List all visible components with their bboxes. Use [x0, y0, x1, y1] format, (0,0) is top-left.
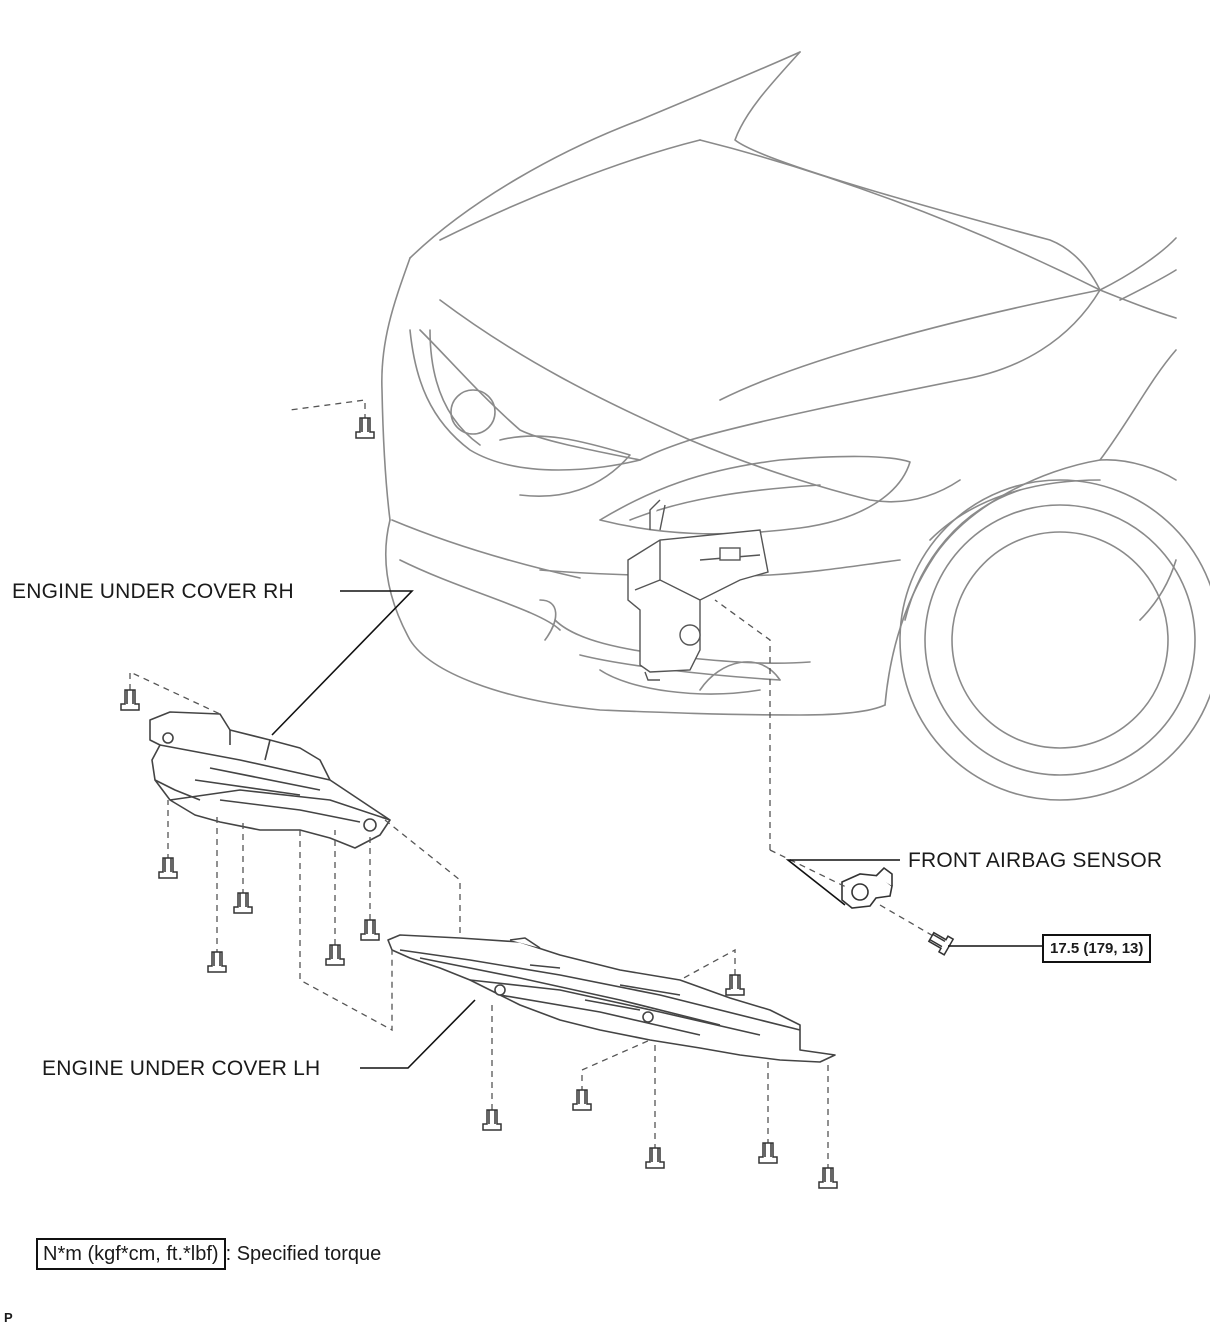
- bolt-icon: [725, 974, 745, 996]
- bolt-icon: [325, 944, 345, 966]
- legend-unit-box: N*m (kgf*cm, ft.*lbf): [36, 1238, 226, 1270]
- assembly-dashed-lines: [129, 399, 936, 1170]
- bolt-icon: [572, 1089, 592, 1111]
- engine-under-cover-rh-label: ENGINE UNDER COVER RH: [12, 580, 294, 603]
- sensor-bolt-icon: [927, 931, 955, 956]
- bolt-icon: [207, 951, 227, 973]
- bolt-icon: [355, 417, 375, 439]
- front-airbag-sensor-part: [841, 866, 893, 909]
- bolts: [120, 417, 955, 1189]
- bolt-icon: [158, 857, 178, 879]
- engine-under-cover-rh-part: [149, 711, 391, 849]
- bolt-icon: [360, 919, 380, 941]
- engine-under-cover-lh-label: ENGINE UNDER COVER LH: [42, 1057, 321, 1080]
- sensor-bracket-on-vehicle: [627, 499, 769, 681]
- torque-spec-box: 17.5 (179, 13): [1042, 934, 1152, 963]
- front-airbag-sensor-label: FRONT AIRBAG SENSOR: [908, 849, 1163, 872]
- leader-lines: [271, 590, 1042, 1069]
- bolt-icon: [645, 1147, 665, 1169]
- engine-under-cover-lh-part: [387, 934, 836, 1063]
- torque-legend: N*m (kgf*cm, ft.*lbf): Specified torque: [36, 1238, 381, 1270]
- vehicle-front-outline: [381, 51, 1210, 801]
- bolt-icon: [758, 1142, 778, 1164]
- bolt-icon: [482, 1109, 502, 1131]
- legend-text: : Specified torque: [225, 1243, 382, 1265]
- bolt-icon: [120, 689, 140, 711]
- bolt-icon: [233, 892, 253, 914]
- bolt-icon: [818, 1167, 838, 1189]
- corner-mark: P: [4, 1310, 13, 1325]
